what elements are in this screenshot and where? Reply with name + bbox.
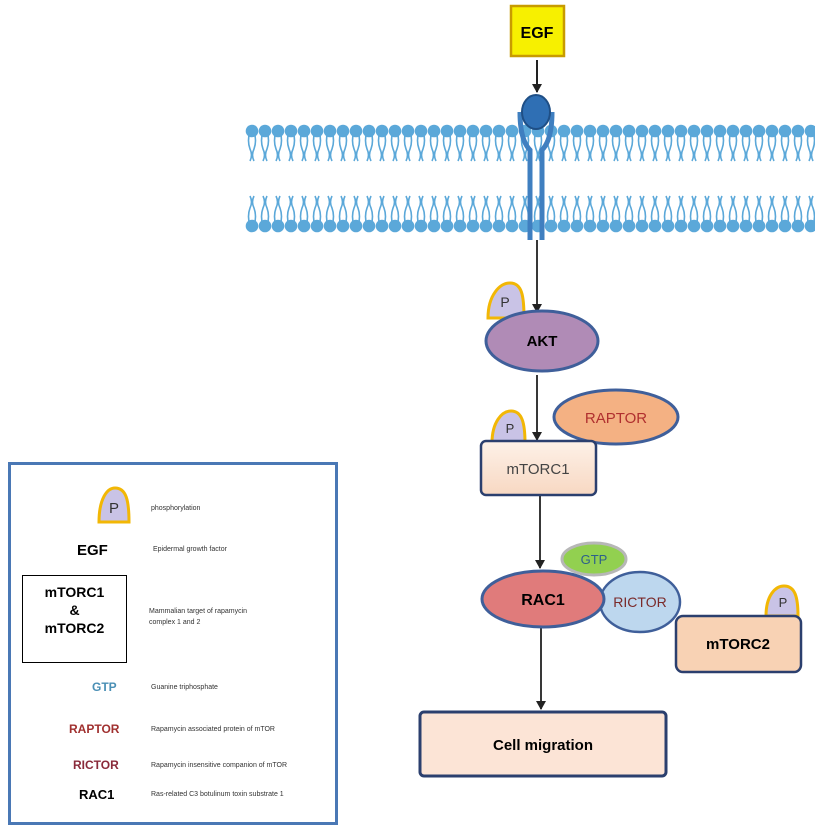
legend-mtorc2-key: mTORC2 bbox=[44, 620, 105, 636]
raptor-node: RAPTOR bbox=[552, 388, 680, 446]
egf-node: EGF bbox=[509, 4, 566, 58]
gtp-label: GTP bbox=[581, 552, 608, 567]
cell-membrane bbox=[245, 124, 815, 233]
legend-mtorc1-key: mTORC1 bbox=[44, 584, 105, 600]
phospho-mtorc2-icon bbox=[764, 584, 800, 618]
raptor-label: RAPTOR bbox=[585, 410, 647, 427]
legend-rictor-desc: Rapamycin insensitive companion of mTOR bbox=[151, 762, 288, 769]
legend-egf-desc: Epidermal growth factor bbox=[153, 546, 227, 553]
phospho-mtorc1-label: P bbox=[506, 421, 515, 436]
legend-mtorc-desc-line2: complex 1 and 2 bbox=[149, 619, 201, 626]
cell-migration-node: Cell migration bbox=[418, 710, 668, 778]
rictor-node: RICTOR bbox=[598, 570, 682, 634]
legend-phospho-desc: phosphorylation bbox=[151, 505, 201, 512]
legend: P phosphorylation EGF Epidermal growth f… bbox=[8, 462, 338, 825]
mtorc2-node: P mTORC2 bbox=[674, 584, 803, 674]
egf-label: EGF bbox=[521, 25, 554, 42]
mtorc1-node: P mTORC1 bbox=[479, 409, 598, 497]
legend-phospho-key: P bbox=[109, 500, 119, 517]
legend-rictor-key: RICTOR bbox=[73, 758, 119, 772]
rac1-node: RAC1 bbox=[480, 569, 606, 629]
pathway-arrows bbox=[532, 60, 546, 710]
rictor-label: RICTOR bbox=[613, 594, 666, 610]
akt-node: P AKT bbox=[484, 281, 600, 373]
mtorc1-label: mTORC1 bbox=[506, 461, 569, 478]
phospho-mtorc1-icon bbox=[490, 409, 527, 445]
legend-rac1-key: RAC1 bbox=[79, 787, 115, 802]
legend-rac1-desc: Ras-related C3 botulinum toxin substrate… bbox=[151, 791, 284, 798]
cell-migration-label: Cell migration bbox=[493, 737, 593, 754]
legend-gtp-desc: Guanine triphosphate bbox=[151, 684, 218, 691]
legend-phospho-icon: P bbox=[97, 486, 131, 524]
legend-raptor-desc: Rapamycin associated protein of mTOR bbox=[151, 726, 275, 733]
legend-gtp-key: GTP bbox=[92, 680, 117, 694]
legend-ampersand: & bbox=[69, 602, 80, 618]
legend-mtorc-key: mTORC1 & mTORC2 bbox=[22, 575, 127, 663]
mtorc2-label: mTORC2 bbox=[706, 636, 770, 653]
legend-raptor-key: RAPTOR bbox=[69, 722, 120, 736]
phospho-akt-icon bbox=[486, 281, 526, 320]
egf-receptor bbox=[517, 94, 555, 240]
rac1-label: RAC1 bbox=[521, 592, 565, 609]
gtp-node: GTP bbox=[560, 541, 628, 577]
akt-label: AKT bbox=[527, 333, 558, 350]
legend-egf-key: EGF bbox=[77, 542, 108, 559]
phospho-mtorc2-label: P bbox=[779, 595, 788, 610]
phospho-akt-label: P bbox=[500, 294, 509, 310]
legend-mtorc-desc-line1: Mammalian target of rapamycin bbox=[149, 608, 248, 615]
